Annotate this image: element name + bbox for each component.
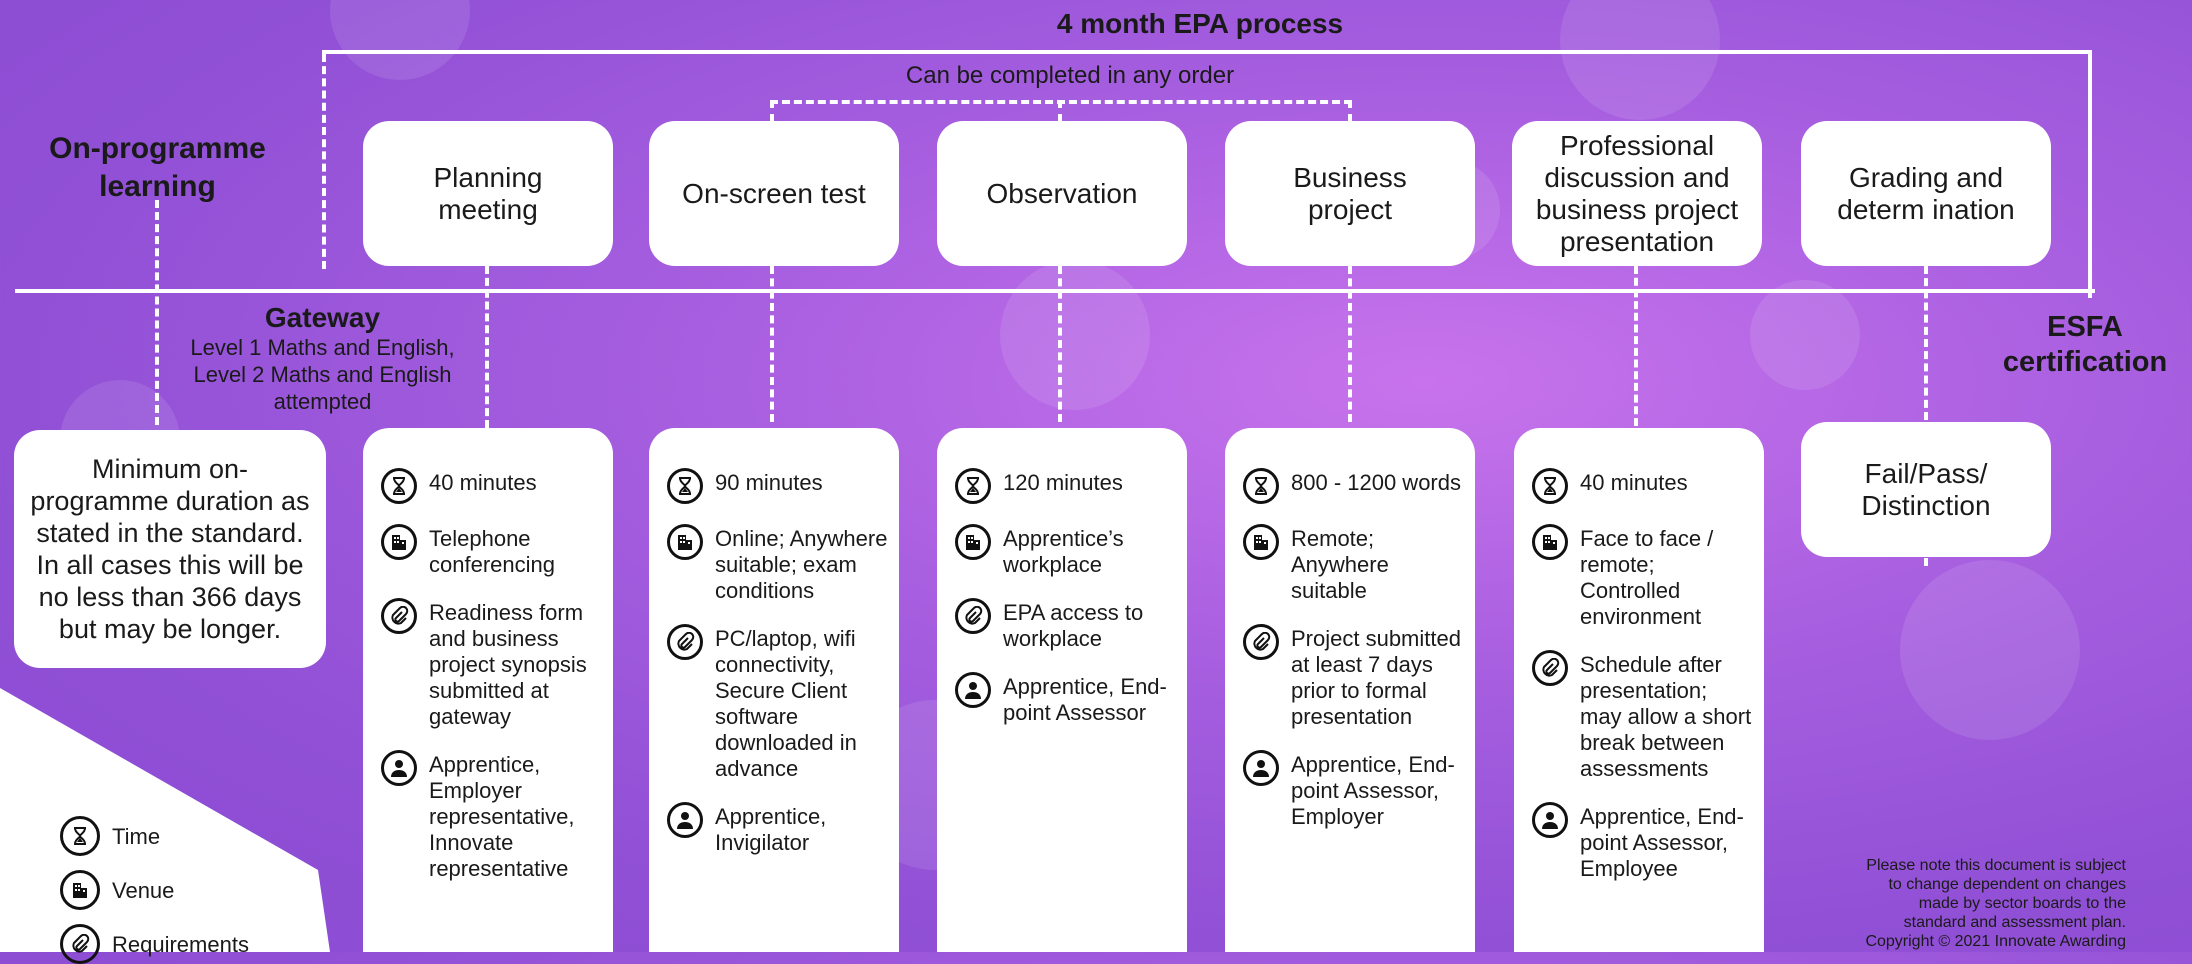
paperclip-icon — [381, 598, 417, 634]
person-icon — [1243, 750, 1279, 786]
detail-card-observation: 120 minutes Apprentice’s workplace EPA a… — [937, 428, 1187, 952]
connector-observation — [1058, 266, 1062, 422]
epa-bracket-top — [322, 50, 2092, 54]
paperclip-icon — [1243, 624, 1279, 660]
person-icon — [381, 750, 417, 786]
people-text: Apprentice, End-point Assessor — [1003, 674, 1167, 725]
gateway-block: Gateway Level 1 Maths and English, Level… — [160, 302, 485, 415]
requirements-text: EPA access to workplace — [1003, 600, 1144, 651]
connector-planning — [485, 266, 489, 428]
person-icon — [955, 672, 991, 708]
venue-text: Online; Anywhere suitable; exam conditio… — [715, 526, 888, 603]
person-icon — [667, 802, 703, 838]
people-text: Apprentice, End-point Assessor, Employer — [1291, 752, 1455, 829]
stage-planning-meeting: Planning meeting — [363, 121, 613, 266]
connector-discussion — [1634, 266, 1638, 426]
stage-business-project: Business project — [1225, 121, 1475, 266]
person-icon — [1532, 802, 1568, 838]
legend-label: Time — [112, 824, 161, 849]
time-text: 90 minutes — [715, 470, 823, 495]
time-text: 120 minutes — [1003, 470, 1123, 495]
detail-card-discussion: 40 minutes Face to face / remote; Contro… — [1514, 428, 1764, 952]
gateway-line-1: Level 1 Maths and English, — [190, 335, 455, 360]
people-text: Apprentice, Invigilator — [715, 804, 827, 855]
hourglass-icon — [60, 816, 100, 856]
stage-on-screen-test: On-screen test — [649, 121, 899, 266]
venue-text: Remote; Anywhere suitable — [1291, 526, 1389, 603]
requirements-text: Schedule after presentation; may allow a… — [1580, 652, 1752, 781]
epa-bracket-right — [2088, 50, 2092, 298]
requirements-text: Project submitted at least 7 days prior … — [1291, 626, 1461, 729]
order-note: Can be completed in any order — [905, 62, 1235, 89]
legend-label: Venue — [112, 878, 175, 903]
stage-label: Professional discussion and business pro… — [1535, 129, 1739, 257]
disclaimer-line: Copyright © 2021 Innovate Awarding — [1865, 933, 2126, 950]
legend: Time Venue Requirements — [60, 816, 249, 964]
gateway-title: Gateway — [264, 302, 381, 333]
venue-text: Telephone conferencing — [429, 526, 555, 577]
time-text: 40 minutes — [1580, 470, 1688, 495]
minimum-duration-box: Minimum on-programme duration as stated … — [14, 430, 326, 668]
hourglass-icon — [667, 468, 703, 504]
requirements-text: PC/laptop, wifi connectivity, Secure Cli… — [715, 626, 857, 781]
disclaimer-line: to change dependent on changes — [1888, 876, 2126, 893]
order-bracket-right — [1348, 100, 1352, 122]
venue-text: Face to face / remote; Controlled enviro… — [1580, 526, 1714, 629]
epa-bracket-left — [322, 54, 326, 269]
stage-professional-discussion: Professional discussion and business pro… — [1512, 121, 1762, 266]
disclaimer-line: made by sector boards to the — [1918, 895, 2126, 912]
disclaimer-line: Please note this document is subject — [1866, 857, 2126, 874]
building-icon — [667, 524, 703, 560]
epa-title: 4 month EPA process — [1056, 8, 1344, 39]
result-box: Fail/Pass/ Distinction — [1801, 422, 2051, 557]
building-icon — [1243, 524, 1279, 560]
building-icon — [955, 524, 991, 560]
hourglass-icon — [1532, 468, 1568, 504]
paperclip-icon — [1532, 650, 1568, 686]
disclaimer: Please note this document is subject to … — [1865, 856, 2126, 951]
on-programme-connector — [155, 200, 159, 425]
esfa-label: ESFA certification — [2002, 311, 2168, 378]
paperclip-icon — [667, 624, 703, 660]
minimum-duration-text: Minimum on-programme duration as stated … — [30, 454, 310, 644]
connector-test — [770, 266, 774, 422]
hourglass-icon — [1243, 468, 1279, 504]
venue-text: Apprentice’s workplace — [1003, 526, 1124, 577]
requirements-text: Readiness form and business project syno… — [429, 600, 587, 729]
stage-label: Business project — [1293, 161, 1407, 225]
stage-label: Observation — [986, 177, 1138, 209]
people-text: Apprentice, End-point Assessor, Employee — [1580, 804, 1744, 881]
people-text: Apprentice, Employer representative, Inn… — [429, 752, 575, 881]
on-programme-label: On-programme learning — [49, 132, 266, 203]
connector-grading — [1924, 266, 1928, 566]
stage-label: Planning meeting — [433, 161, 543, 225]
hourglass-icon — [381, 468, 417, 504]
legend-label: Requirements — [112, 932, 249, 957]
paperclip-icon — [955, 598, 991, 634]
timeline-line — [15, 289, 2095, 293]
detail-card-test: 90 minutes Online; Anywhere suitable; ex… — [649, 428, 899, 952]
order-bracket-mid — [1058, 100, 1062, 122]
time-text: 800 - 1200 words — [1291, 470, 1461, 495]
detail-card-planning: 40 minutes Telephone conferencing Readin… — [363, 428, 613, 952]
order-bracket-left — [770, 100, 774, 122]
time-text: 40 minutes — [429, 470, 537, 495]
gateway-line-3: attempted — [273, 389, 372, 414]
detail-card-project: 800 - 1200 words Remote; Anywhere suitab… — [1225, 428, 1475, 952]
paperclip-icon — [60, 924, 100, 964]
gateway-line-2: Level 2 Maths and English — [193, 362, 452, 387]
connector-project — [1348, 266, 1352, 422]
stage-label: On-screen test — [682, 177, 866, 209]
disclaimer-line: standard and assessment plan. — [1903, 914, 2126, 931]
building-icon — [1532, 524, 1568, 560]
result-text: Fail/Pass/ Distinction — [1861, 457, 1991, 521]
building-icon — [60, 870, 100, 910]
stage-label: Grading and determ ination — [1837, 161, 2015, 225]
stage-grading: Grading and determ ination — [1801, 121, 2051, 266]
hourglass-icon — [955, 468, 991, 504]
building-icon — [381, 524, 417, 560]
stage-observation: Observation — [937, 121, 1187, 266]
